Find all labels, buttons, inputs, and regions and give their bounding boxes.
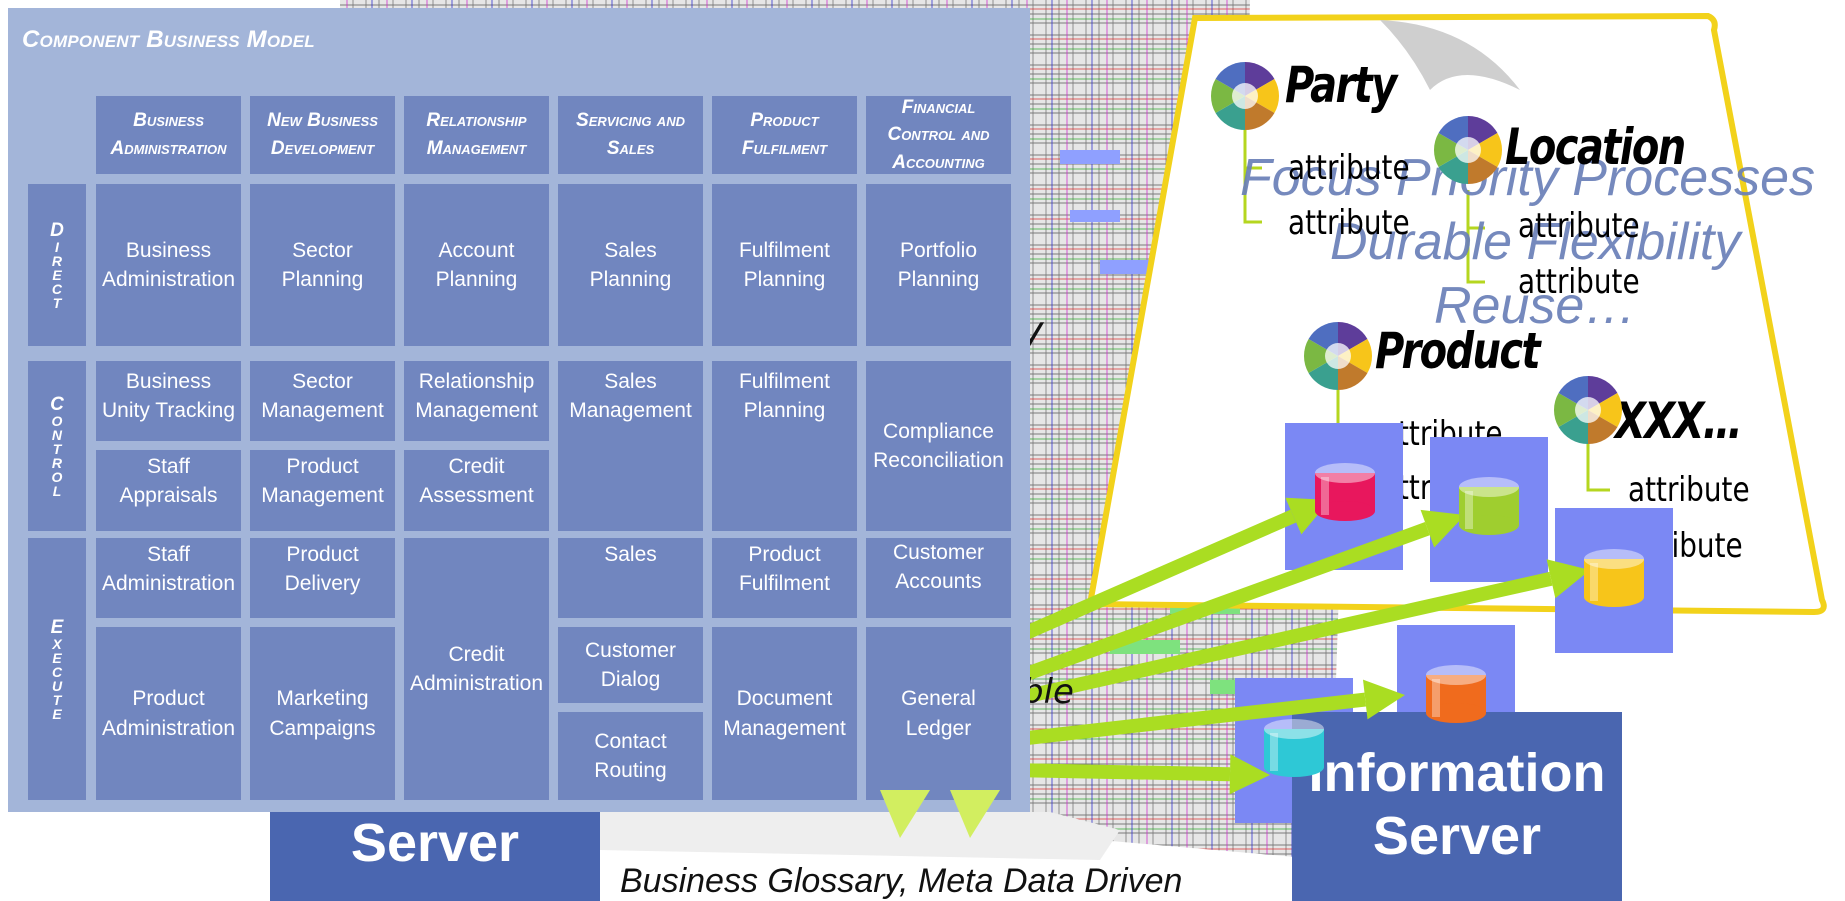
row-letter: U	[51, 677, 63, 694]
entity-xxx-name: XXX…	[1615, 392, 1743, 450]
db-box-green	[1430, 437, 1548, 582]
row-letter: O	[51, 468, 63, 485]
cell-marketing-campaigns: Marketing Campaigns	[250, 627, 395, 800]
cell-product-administration: Product Administration	[96, 627, 241, 800]
cell-sector-planning: Sector Planning	[250, 184, 395, 346]
col-relationship-management: Relationship Management	[404, 96, 549, 174]
party-attribute-1: attribute	[1288, 148, 1410, 188]
cell-sales: Sales	[558, 538, 703, 618]
cell-product-delivery: Product Delivery	[250, 538, 395, 618]
col-financial-control: Financial Control and Accounting	[866, 96, 1011, 174]
location-attribute-2: attribute	[1518, 262, 1640, 302]
paper-shadow	[600, 812, 1120, 860]
db-box-yellow	[1555, 508, 1673, 653]
cell-fulfilment-planning: Fulfilment Planning	[712, 184, 857, 346]
information-server-label-line2: Server	[1372, 806, 1542, 866]
row-letter: T	[52, 691, 62, 708]
row-letter: T	[52, 440, 62, 457]
cell-control-fulfilment-planning: Fulfilment Planning	[712, 361, 857, 531]
row-letter: C	[50, 393, 64, 415]
ghost-line-2: Durable Flexibility	[1330, 213, 1741, 271]
row-letter: E	[50, 616, 64, 638]
lower-arrow-heads	[880, 790, 1000, 838]
row-letter: E	[52, 649, 62, 666]
row-letter: R	[51, 252, 63, 269]
row-letter: R	[51, 454, 63, 471]
left-server-label: Server	[350, 813, 520, 873]
cell-relationship-management: Relationship Management	[404, 361, 549, 441]
fragment-ble: ble	[1022, 672, 1074, 712]
col-servicing-and-sales: Servicing and Sales	[558, 96, 703, 174]
location-attribute-1: attribute	[1518, 206, 1640, 246]
cell-account-planning: Account Planning	[404, 184, 549, 346]
row-letter: D	[50, 219, 64, 241]
cell-customer-accounts: Customer Accounts	[866, 538, 1011, 618]
cbm-title: Component Business Model	[22, 26, 315, 53]
ghost-line-3: Reuse…	[1434, 277, 1637, 335]
row-letter: T	[52, 294, 62, 311]
information-server-label-line1: Information	[1308, 743, 1606, 803]
cell-business-administration: Business Administration	[96, 184, 241, 346]
ghost-line-1: Focus Priority Processes	[1240, 149, 1816, 207]
cell-portfolio-planning: Portfolio Planning	[866, 184, 1011, 346]
row-letter: E	[52, 266, 62, 283]
cell-credit-administration: Credit Administration	[404, 538, 549, 800]
xxx-attribute-2: ribute	[1660, 526, 1743, 566]
col-business-administration: Business Administration	[96, 96, 241, 174]
footer-caption: Business Glossary, Meta Data Driven	[620, 862, 1183, 900]
cell-product-fulfilment: Product Fulfilment	[712, 538, 857, 618]
cell-product-management: Product Management	[250, 450, 395, 531]
cell-sector-management: Sector Management	[250, 361, 395, 441]
information-server-box: Information Server	[1292, 712, 1622, 901]
cell-credit-assessment: Credit Assessment	[404, 450, 549, 531]
db-box-pink	[1285, 423, 1403, 570]
row-letter: C	[51, 280, 63, 297]
cell-sales-planning: Sales Planning	[558, 184, 703, 346]
entity-party-name: Party	[1285, 56, 1397, 114]
row-letter: N	[51, 426, 63, 443]
cell-contact-routing: Contact Routing	[558, 712, 703, 800]
row-letter: E	[52, 705, 62, 722]
cell-customer-dialog: Customer Dialog	[558, 627, 703, 703]
row-letter: O	[51, 412, 63, 429]
cell-business-unity-tracking: Business Unity Tracking	[96, 361, 241, 441]
row-letter: C	[51, 663, 63, 680]
entity-product-name: Product	[1375, 322, 1541, 380]
row-letter: L	[52, 482, 62, 499]
col-new-business-development: New Business Development	[250, 96, 395, 174]
cell-staff-administration: Staff Administration	[96, 538, 241, 618]
col-product-fulfilment: Product Fulfilment	[712, 96, 857, 174]
xxx-attribute-1: attribute	[1628, 470, 1750, 510]
cell-sales-management: Sales Management	[558, 361, 703, 531]
cell-document-management: Document Management	[712, 627, 857, 800]
row-letter: X	[52, 635, 62, 652]
party-attribute-2: attribute	[1288, 203, 1410, 243]
component-business-model-panel: Component Business Model Business Admini…	[8, 8, 1030, 812]
cell-staff-appraisals: Staff Appraisals	[96, 450, 241, 531]
entity-location-name: Location	[1505, 118, 1686, 176]
row-letter: I	[55, 238, 59, 255]
cell-compliance-reconciliation: Compliance Reconciliation	[866, 361, 1011, 531]
cell-general-ledger: General Ledger	[866, 627, 1011, 800]
